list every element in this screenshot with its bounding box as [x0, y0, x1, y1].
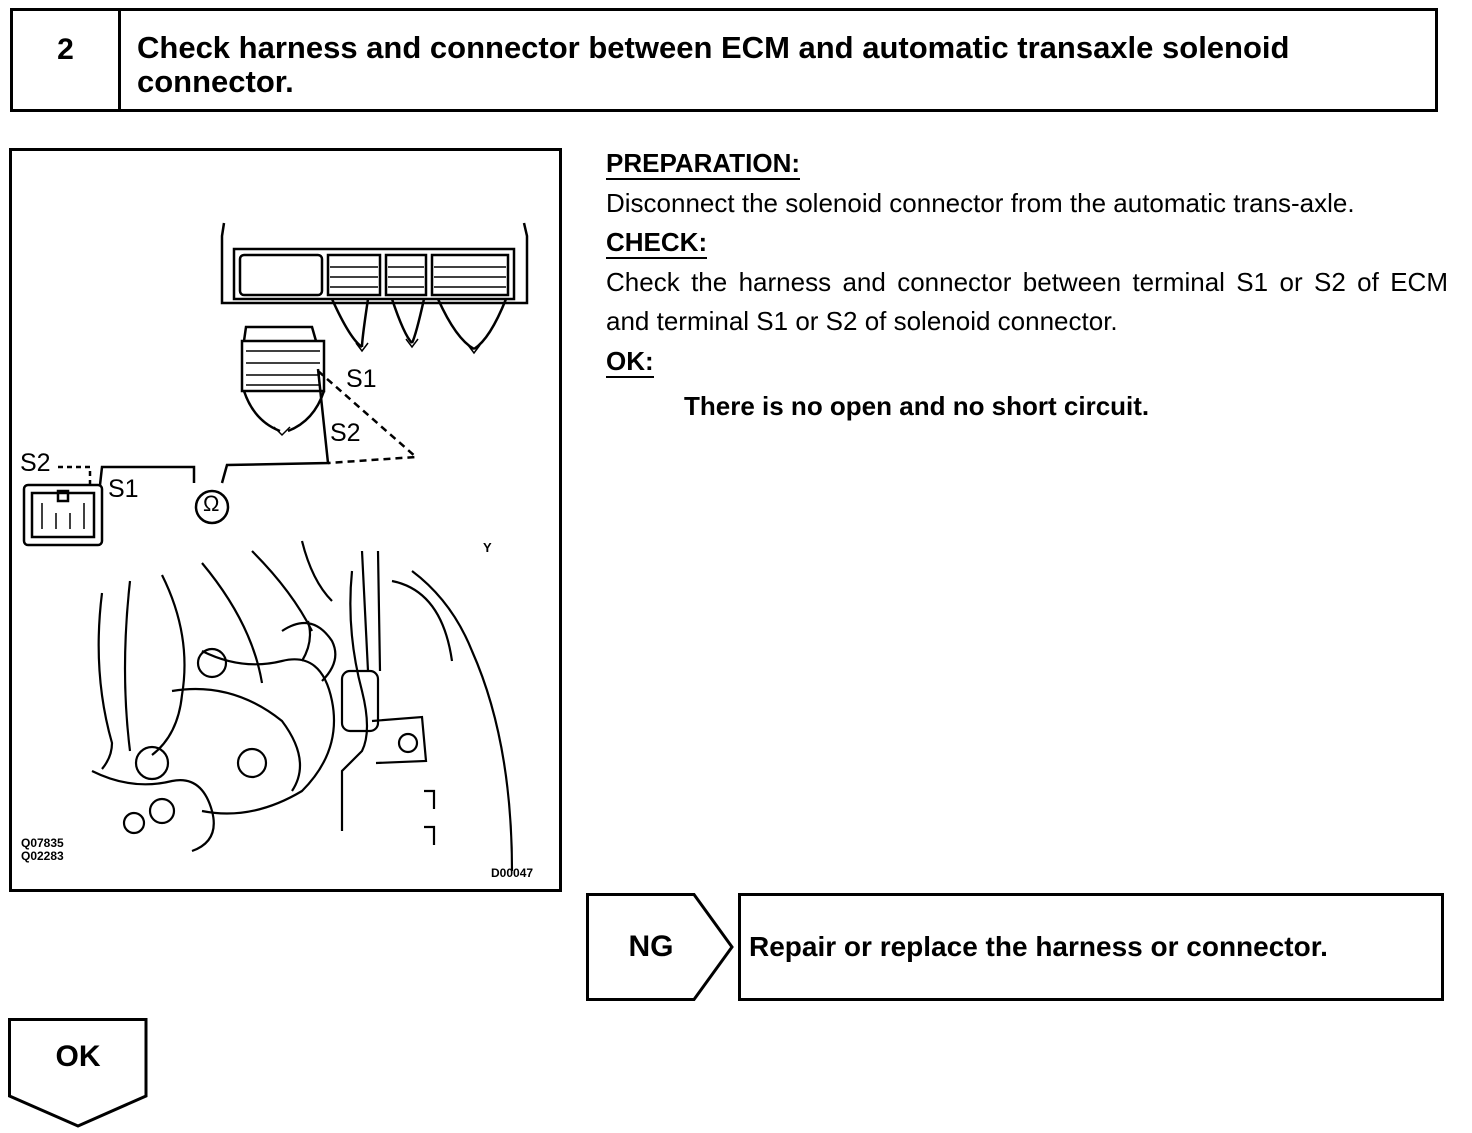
wiring-diagram-svg — [22, 222, 529, 872]
transaxle-illustration — [91, 540, 514, 872]
y-mark: Y — [483, 540, 492, 555]
solenoid-s1-label: S1 — [108, 475, 139, 503]
step-number: 2 — [13, 11, 121, 109]
preparation-text: Disconnect the solenoid connector from t… — [606, 187, 1355, 218]
ng-arrow-icon — [586, 893, 734, 1001]
ok-result-arrow: OK — [8, 1018, 148, 1128]
solenoid-connector-icon — [22, 483, 104, 547]
step-header: 2 Check harness and connector between EC… — [10, 8, 1438, 112]
ng-result-arrow: NG — [586, 893, 736, 1001]
ecm-s2-label: S2 — [330, 419, 361, 447]
drawing-id: D00047 — [491, 866, 534, 880]
step-title: Check harness and connector between ECM … — [137, 30, 1290, 99]
check-text: Check the harness and connector between … — [606, 266, 1448, 337]
ok-criteria-text: There is no open and no short circuit. — [684, 391, 1150, 421]
ng-action-box: Repair or replace the harness or connect… — [738, 893, 1444, 1001]
check-heading: CHECK: — [606, 227, 708, 259]
figure-code-2: Q02283 — [21, 849, 64, 863]
ohm-symbol: Ω — [203, 491, 220, 516]
ok-label: OK — [55, 1040, 101, 1073]
ecm-s1-label: S1 — [346, 365, 377, 393]
ecm-connector-icon — [220, 222, 529, 355]
ecm-side-connector — [240, 325, 326, 437]
ng-label: NG — [628, 930, 674, 963]
instructions: PREPARATION: Disconnect the solenoid con… — [606, 144, 1448, 427]
down-arrow-icon — [8, 1018, 148, 1128]
solenoid-s2-label: S2 — [20, 449, 51, 477]
ok-heading: OK: — [606, 345, 654, 378]
figure-code-1: Q07835 — [21, 836, 64, 850]
ohmmeter-icon — [194, 489, 230, 525]
wiring-figure: S1 S2 S2 S1 Ω Y Q07835 Q02283 D00047 — [9, 148, 562, 892]
preparation-heading: PREPARATION: — [606, 148, 801, 180]
